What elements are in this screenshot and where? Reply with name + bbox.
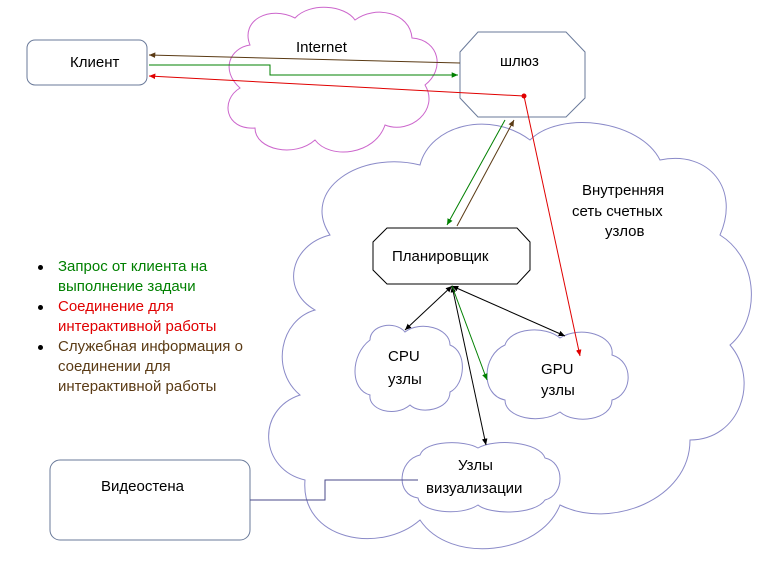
cpu-label-1: CPU	[388, 348, 420, 365]
request-arrow-scheduler-gpu	[451, 285, 488, 381]
interactive-arrow-gateway-gpu	[523, 95, 582, 357]
service-arrow-gateway-client	[148, 52, 461, 64]
scheduler-label: Планировщик	[392, 248, 489, 265]
internal-network-label-3: узлов	[605, 223, 644, 240]
scheduler-viz-arrow	[450, 285, 488, 446]
legend-item-request-text: Запрос от клиента на выполнение задачи	[58, 258, 208, 295]
gateway-label: шлюз	[500, 53, 539, 70]
legend-item-service: Служебная информация о соединении для ин…	[36, 337, 276, 397]
gateway-box[interactable]	[459, 31, 586, 118]
videowall-box[interactable]	[49, 459, 251, 541]
interactive-arrow-gateway-client	[148, 73, 525, 97]
viz-label-1: Узлы	[458, 457, 493, 474]
scheduler-cpu-arrow	[404, 285, 453, 331]
request-arrow-gateway-scheduler	[446, 119, 506, 226]
internal-network-label-1: Внутренняя	[582, 182, 664, 199]
client-label: Клиент	[70, 54, 119, 71]
internet-cloud	[227, 6, 438, 153]
bullet-icon	[38, 305, 43, 310]
client-box[interactable]	[26, 39, 148, 86]
bullet-icon	[38, 265, 43, 270]
videowall-label: Видеостена	[101, 478, 185, 495]
bullet-icon	[38, 345, 43, 350]
legend-item-interactive: Соединение для интерактивной работы	[36, 297, 276, 337]
legend-item-interactive-text: Соединение для интерактивной работы	[58, 298, 217, 335]
internet-label: Internet	[296, 39, 348, 56]
gpu-nodes-cloud	[486, 329, 629, 420]
cpu-nodes-cloud	[354, 324, 463, 413]
service-arrow-scheduler-gateway	[456, 119, 515, 227]
internal-network-label-2: сеть счетных	[572, 203, 663, 220]
legend-item-request: Запрос от клиента на выполнение задачи	[36, 257, 276, 297]
videowall-link	[250, 479, 418, 501]
viz-label-2: визуализации	[426, 480, 522, 497]
scheduler-box[interactable]	[372, 227, 531, 285]
gpu-label-1: GPU	[541, 361, 574, 378]
request-arrow-client-gateway	[149, 64, 458, 78]
viz-nodes-cloud	[401, 442, 561, 513]
legend-item-service-text: Служебная информация о соединении для ин…	[58, 338, 243, 395]
legend: Запрос от клиента на выполнение задачи С…	[36, 257, 276, 397]
cpu-label-2: узлы	[388, 371, 422, 388]
gpu-label-2: узлы	[541, 382, 575, 399]
